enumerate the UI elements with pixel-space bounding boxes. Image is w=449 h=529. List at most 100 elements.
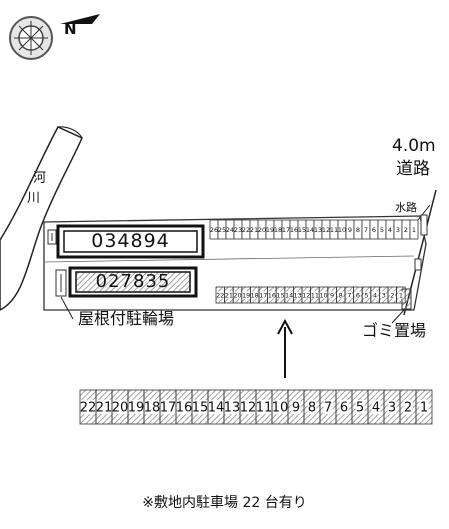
- space-number: 9: [348, 226, 352, 234]
- space-number: 11: [256, 401, 273, 416]
- space-number-backdrop: [338, 291, 344, 299]
- lot-outline: [43, 215, 427, 311]
- space-number-backdrop: [311, 291, 319, 299]
- entrance-arrow: [277, 318, 293, 378]
- space-number: 21: [96, 401, 113, 416]
- space-number: 12: [322, 226, 330, 234]
- space-number-backdrop: [160, 399, 176, 415]
- space-number: 2: [404, 226, 408, 234]
- space-number: 17: [282, 226, 290, 234]
- space-number: 7: [364, 226, 368, 234]
- space-number: 8: [308, 401, 316, 416]
- bike-parking-label: 屋根付駐輪場: [78, 309, 175, 328]
- space-number: 9: [292, 401, 300, 416]
- space-number: 15: [192, 401, 209, 416]
- river-char-1: 河: [33, 171, 47, 186]
- space-number: 14: [306, 226, 314, 234]
- space-number-backdrop: [291, 399, 301, 415]
- space-number: 4: [388, 226, 392, 234]
- space-number: 18: [274, 226, 282, 234]
- space-number: 26: [210, 226, 218, 234]
- space-number-backdrop: [80, 399, 96, 415]
- parking-space: [409, 219, 419, 240]
- space-number-backdrop: [144, 399, 160, 415]
- space-number: 5: [356, 401, 364, 416]
- space-number: 6: [372, 226, 376, 234]
- space-number: 20: [233, 291, 241, 299]
- space-number-backdrop: [240, 399, 256, 415]
- space-number: 24: [226, 226, 234, 234]
- space-number-backdrop: [387, 399, 397, 415]
- space-number-backdrop: [128, 399, 144, 415]
- space-number: 8: [356, 226, 360, 234]
- space-number-backdrop: [323, 399, 333, 415]
- space-number-backdrop: [419, 399, 429, 415]
- space-number: 4: [372, 401, 380, 416]
- space-number: 1: [412, 226, 416, 234]
- space-number: 12: [240, 401, 257, 416]
- space-number-backdrop: [225, 291, 233, 299]
- north-label: N: [64, 20, 77, 38]
- space-number: 7: [324, 401, 332, 416]
- space-number-backdrop: [307, 399, 317, 415]
- space-number: 10: [272, 401, 289, 416]
- space-number-backdrop: [363, 291, 370, 299]
- space-number: 6: [356, 291, 360, 299]
- space-number: 18: [251, 291, 259, 299]
- compass-rose-icon: N: [9, 14, 100, 60]
- space-number: 12: [302, 291, 310, 299]
- space-number: 21: [250, 226, 258, 234]
- space-number: 13: [314, 226, 322, 234]
- space-number: 14: [285, 291, 293, 299]
- waterway-label: 水路: [395, 201, 417, 214]
- road-name-label: 道路: [396, 159, 430, 179]
- space-number-backdrop: [276, 291, 285, 299]
- space-number-backdrop: [192, 399, 208, 415]
- space-number-backdrop: [403, 399, 413, 415]
- building-2-code: 027835: [95, 271, 171, 292]
- space-number-backdrop: [339, 399, 349, 415]
- space-number: 22: [242, 226, 250, 234]
- space-number: 4: [373, 291, 377, 299]
- space-number: 16: [290, 226, 298, 234]
- space-number-backdrop: [176, 399, 192, 415]
- space-number-backdrop: [371, 399, 381, 415]
- space-number-backdrop: [256, 399, 272, 415]
- space-number-backdrop: [355, 399, 365, 415]
- space-number-backdrop: [319, 291, 328, 299]
- space-number: 17: [259, 291, 267, 299]
- space-number: 10: [319, 291, 327, 299]
- building-1-code: 034894: [91, 230, 170, 252]
- river: [0, 126, 83, 311]
- space-number-backdrop: [293, 291, 302, 299]
- space-number-backdrop: [96, 399, 112, 415]
- bike-parking-leader: [60, 296, 74, 320]
- space-number-backdrop: [216, 291, 225, 299]
- space-number: 13: [224, 401, 241, 416]
- space-number: 1: [420, 401, 428, 416]
- space-number-backdrop: [355, 291, 361, 299]
- space-number-backdrop: [372, 291, 378, 299]
- river-char-2: 川: [27, 191, 41, 206]
- space-number-backdrop: [302, 291, 311, 299]
- space-number: 22: [80, 401, 97, 416]
- space-number: 3: [388, 401, 396, 416]
- space-number: 5: [380, 226, 384, 234]
- trash-area-label: ゴミ置場: [362, 321, 427, 340]
- space-number: 7: [347, 291, 351, 299]
- space-number: 16: [268, 291, 276, 299]
- space-number: 13: [294, 291, 302, 299]
- space-number: 11: [311, 291, 319, 299]
- space-number-backdrop: [259, 291, 268, 299]
- space-number-backdrop: [112, 399, 128, 415]
- space-number: 20: [258, 226, 266, 234]
- space-number: 16: [176, 401, 193, 416]
- space-number: 5: [364, 291, 368, 299]
- space-number-backdrop: [398, 291, 404, 299]
- space-number-backdrop: [224, 399, 240, 415]
- space-number: 8: [339, 291, 343, 299]
